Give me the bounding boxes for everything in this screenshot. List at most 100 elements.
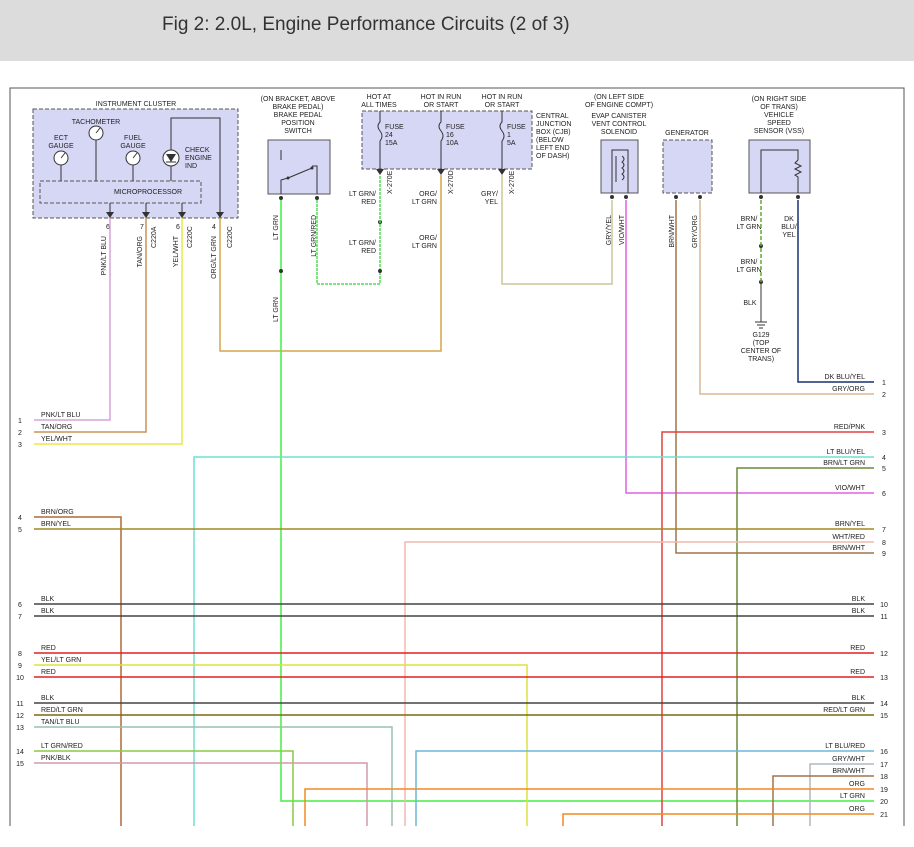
fuse-1-line2: 1 <box>507 132 511 139</box>
right-pin-number: 8 <box>882 540 886 547</box>
right-pin-number: 17 <box>880 762 888 769</box>
right-pin-number: 10 <box>880 602 888 609</box>
vss-wire-brn-4: LT GRN <box>736 267 761 274</box>
wire-tan-lt-blu <box>34 726 393 826</box>
wire-red-pnk <box>661 431 874 826</box>
vss-sensor-coil-icon <box>793 159 803 193</box>
right-wire-label: RED/LT GRN <box>823 707 865 714</box>
fuse-1-icon <box>499 111 505 169</box>
vss-wire-dk-3: YEL <box>782 232 795 239</box>
right-wire-label: DK BLU/YEL <box>825 374 866 381</box>
left-pin-number: 14 <box>16 749 24 756</box>
fuse-16-line2: 16 <box>446 132 454 139</box>
left-wire-label: LT GRN/RED <box>41 743 83 750</box>
vss-wire-brn-1: BRN/ <box>741 216 758 223</box>
left-wire-label: BRN/ORG <box>41 509 74 516</box>
wires <box>34 175 874 826</box>
right-pin-number: 1 <box>882 380 886 387</box>
right-wire-label: BLK <box>852 608 866 615</box>
wire-lt-grn-main <box>280 200 874 802</box>
left-pin-number: 1 <box>18 418 22 425</box>
right-wire-label: LT BLU/YEL <box>827 449 865 456</box>
fuse-24-line1: FUSE <box>385 124 404 131</box>
cjb-wire-2a: ORG/ <box>419 191 437 198</box>
cluster-conn-c220c-2: C220C <box>227 226 234 248</box>
wire-gry-yel <box>501 175 613 285</box>
fuse-24-line3: 15A <box>385 140 398 147</box>
brake-switch-label-1: (ON BRACKET, ABOVE <box>261 96 336 103</box>
wire-lt-grn-red <box>34 750 294 826</box>
vss-wire-blk: BLK <box>743 300 757 307</box>
wire-brn-lt-grn <box>736 467 874 826</box>
right-wire-label: GRY/WHT <box>832 756 866 763</box>
wire-wht-red <box>404 541 874 826</box>
right-wire-label: BLK <box>852 695 866 702</box>
left-wire-label: RED <box>41 645 56 652</box>
cjb-wire-3b: YEL <box>485 199 498 206</box>
cjb-wire-2b: LT GRN <box>412 199 437 206</box>
left-wire-label: YEL/LT GRN <box>41 657 81 664</box>
cjb-wire-1b: RED <box>361 199 376 206</box>
fuel-label-2: GAUGE <box>120 143 146 150</box>
wire-dk-blu-yel <box>797 200 874 383</box>
left-wire-label: BLK <box>41 695 55 702</box>
generator-wire-brn-wht: BRN/WHT <box>669 214 676 247</box>
fuse-1-line1: FUSE <box>507 124 526 131</box>
right-pin-number: 12 <box>880 651 888 658</box>
ground-label-2: (TOP <box>753 340 770 347</box>
left-wire-label: BLK <box>41 608 55 615</box>
header-bar: Fig 2: 2.0L, Engine Performance Circuits… <box>0 0 914 61</box>
page-title: Fig 2: 2.0L, Engine Performance Circuits… <box>162 14 570 35</box>
left-pin-number: 9 <box>18 663 22 670</box>
left-pin-number: 2 <box>18 430 22 437</box>
right-wire-label: BRN/WHT <box>832 768 865 775</box>
wire-vio-wht <box>625 200 874 494</box>
cluster-pin-6c: 6 <box>176 224 180 231</box>
evap-label-2: OF ENGINE COMPT) <box>585 102 653 109</box>
left-wire-label: YEL/WHT <box>41 436 73 443</box>
left-wire-label: RED <box>41 669 56 676</box>
cjb-conn-x270e-1: X-270E <box>387 170 394 194</box>
left-wire-label: PNK/LT BLU <box>41 412 80 419</box>
right-wire-label: ORG <box>849 781 865 788</box>
brake-wire-lt-grn: LT GRN <box>273 215 280 240</box>
left-pin-number: 10 <box>16 675 24 682</box>
right-pin-number: 3 <box>882 430 886 437</box>
microprocessor-box <box>39 180 202 204</box>
left-wire-label: TAN/LT BLU <box>41 719 80 726</box>
right-wire-label: VIO/WHT <box>835 485 866 492</box>
left-wire-label: RED/LT GRN <box>41 707 83 714</box>
wire-tan-org <box>34 218 147 433</box>
wire-pnk-blk <box>34 762 368 826</box>
ground-icon <box>755 321 767 329</box>
wire-yel-wht <box>34 218 183 445</box>
right-pin-number: 7 <box>882 527 886 534</box>
right-wire-label: GRY/ORG <box>832 386 865 393</box>
evap-wire-vio-wht: VIO/WHT <box>619 214 626 245</box>
vss-wire-brn-2: LT GRN <box>736 224 761 231</box>
brake-switch-label-3: BRAKE PEDAL <box>274 112 323 119</box>
cjb-hot-2b: OR START <box>424 102 459 109</box>
cjb-label-3: BOX (CJB) <box>536 129 571 136</box>
right-pin-number: 4 <box>882 455 886 462</box>
right-wire-label: RED/PNK <box>834 424 865 431</box>
left-pin-number: 15 <box>16 761 24 768</box>
brake-pedal-switch-box <box>267 139 331 195</box>
cluster-wire-yel-wht: YEL/WHT <box>173 235 180 267</box>
left-pin-number: 7 <box>18 614 22 621</box>
cjb-wire-lower-2b: LT GRN <box>412 243 437 250</box>
right-wire-label: BRN/WHT <box>832 545 865 552</box>
left-wire-label: BLK <box>41 596 55 603</box>
right-pin-number: 20 <box>880 799 888 806</box>
fuse-16-line3: 10A <box>446 140 459 147</box>
wire-yel-lt-grn <box>34 664 528 826</box>
cjb-hot-3b: OR START <box>485 102 520 109</box>
cluster-pin-6: 6 <box>106 224 110 231</box>
right-pin-number: 9 <box>882 551 886 558</box>
left-wire-label: PNK/BLK <box>41 755 71 762</box>
right-wire-label: ORG <box>849 806 865 813</box>
wire-org-lt-grn <box>219 175 442 352</box>
left-pin-number: 3 <box>18 442 22 449</box>
